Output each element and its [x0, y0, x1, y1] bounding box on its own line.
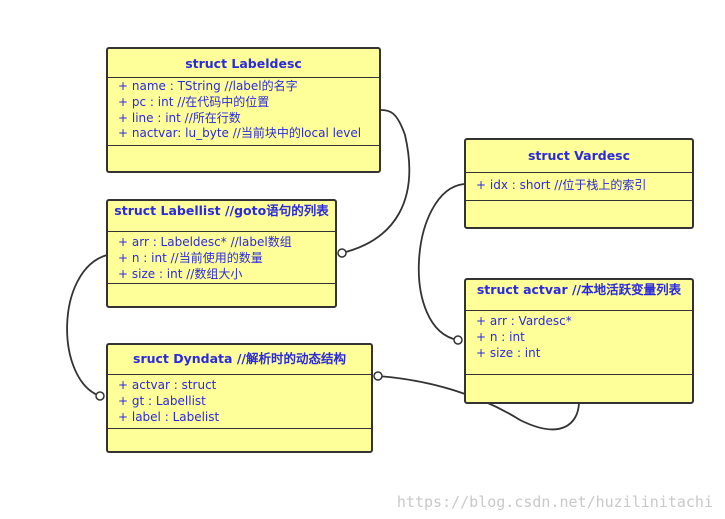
class-actvar-title: struct actvar //本地活跃变量列表 — [466, 280, 692, 311]
class-labeldesc[interactable]: struct Labeldesc + name : TString //labe… — [106, 47, 381, 173]
connector-actvar-vardesc — [418, 183, 465, 341]
class-labeldesc-methods — [108, 146, 379, 171]
field-arr: + arr : Vardesc* — [476, 314, 572, 328]
class-actvar-fields: + arr : Vardesc* + n : int + size : int — [466, 311, 692, 375]
field-line: + line : int //所在行数 — [118, 111, 241, 125]
field-actvar: + actvar : struct — [118, 378, 217, 392]
watermark: https://blog.csdn.net/huzilinitachi — [396, 493, 713, 511]
class-dyndata-title: sruct Dyndata //解析时的动态结构 — [108, 345, 371, 375]
class-vardesc[interactable]: struct Vardesc + idx : short //位于栈上的索引 — [464, 138, 694, 229]
connector-end-dyndata-right — [373, 371, 383, 381]
field-pc: + pc : int //在代码中的位置 — [118, 95, 270, 109]
class-labeldesc-title: struct Labeldesc — [108, 49, 379, 78]
class-labeldesc-fields: + name : TString //label的名字 + pc : int /… — [108, 78, 379, 146]
field-size: + size : int //数组大小 — [118, 267, 243, 281]
field-size: + size : int — [476, 346, 541, 360]
class-dyndata-methods — [108, 429, 371, 451]
field-arr: + arr : Labeldesc* //label数组 — [118, 235, 292, 249]
class-labellist-title: struct Labellist //goto语句的列表 — [108, 201, 335, 232]
field-gt: + gt : Labellist — [118, 394, 206, 408]
class-labellist[interactable]: struct Labellist //goto语句的列表 + arr : Lab… — [106, 199, 337, 308]
class-actvar-methods — [466, 375, 692, 402]
class-vardesc-methods — [466, 201, 692, 227]
class-labellist-fields: + arr : Labeldesc* //label数组 + n : int /… — [108, 232, 335, 284]
connector-end-labellist — [337, 248, 347, 258]
field-idx: + idx : short //位于栈上的索引 — [476, 178, 647, 192]
connector-end-dyndata-left — [95, 391, 105, 401]
class-dyndata-fields: + actvar : struct + gt : Labellist + lab… — [108, 375, 371, 429]
field-n: + n : int //当前使用的数量 — [118, 251, 263, 265]
class-dyndata[interactable]: sruct Dyndata //解析时的动态结构 + actvar : stru… — [106, 343, 373, 453]
connector-dyndata-labellist — [66, 254, 108, 397]
class-vardesc-fields: + idx : short //位于栈上的索引 — [466, 173, 692, 201]
class-vardesc-title: struct Vardesc — [466, 140, 692, 173]
field-label: + label : Labelist — [118, 410, 220, 424]
class-labellist-methods — [108, 284, 335, 306]
class-actvar[interactable]: struct actvar //本地活跃变量列表 + arr : Vardesc… — [464, 278, 694, 404]
field-name: + name : TString //label的名字 — [118, 79, 298, 93]
field-nactvar: + nactvar: lu_byte //当前块中的local level — [118, 126, 362, 140]
connector-end-actvar-left — [453, 335, 463, 345]
field-n: + n : int — [476, 330, 525, 344]
